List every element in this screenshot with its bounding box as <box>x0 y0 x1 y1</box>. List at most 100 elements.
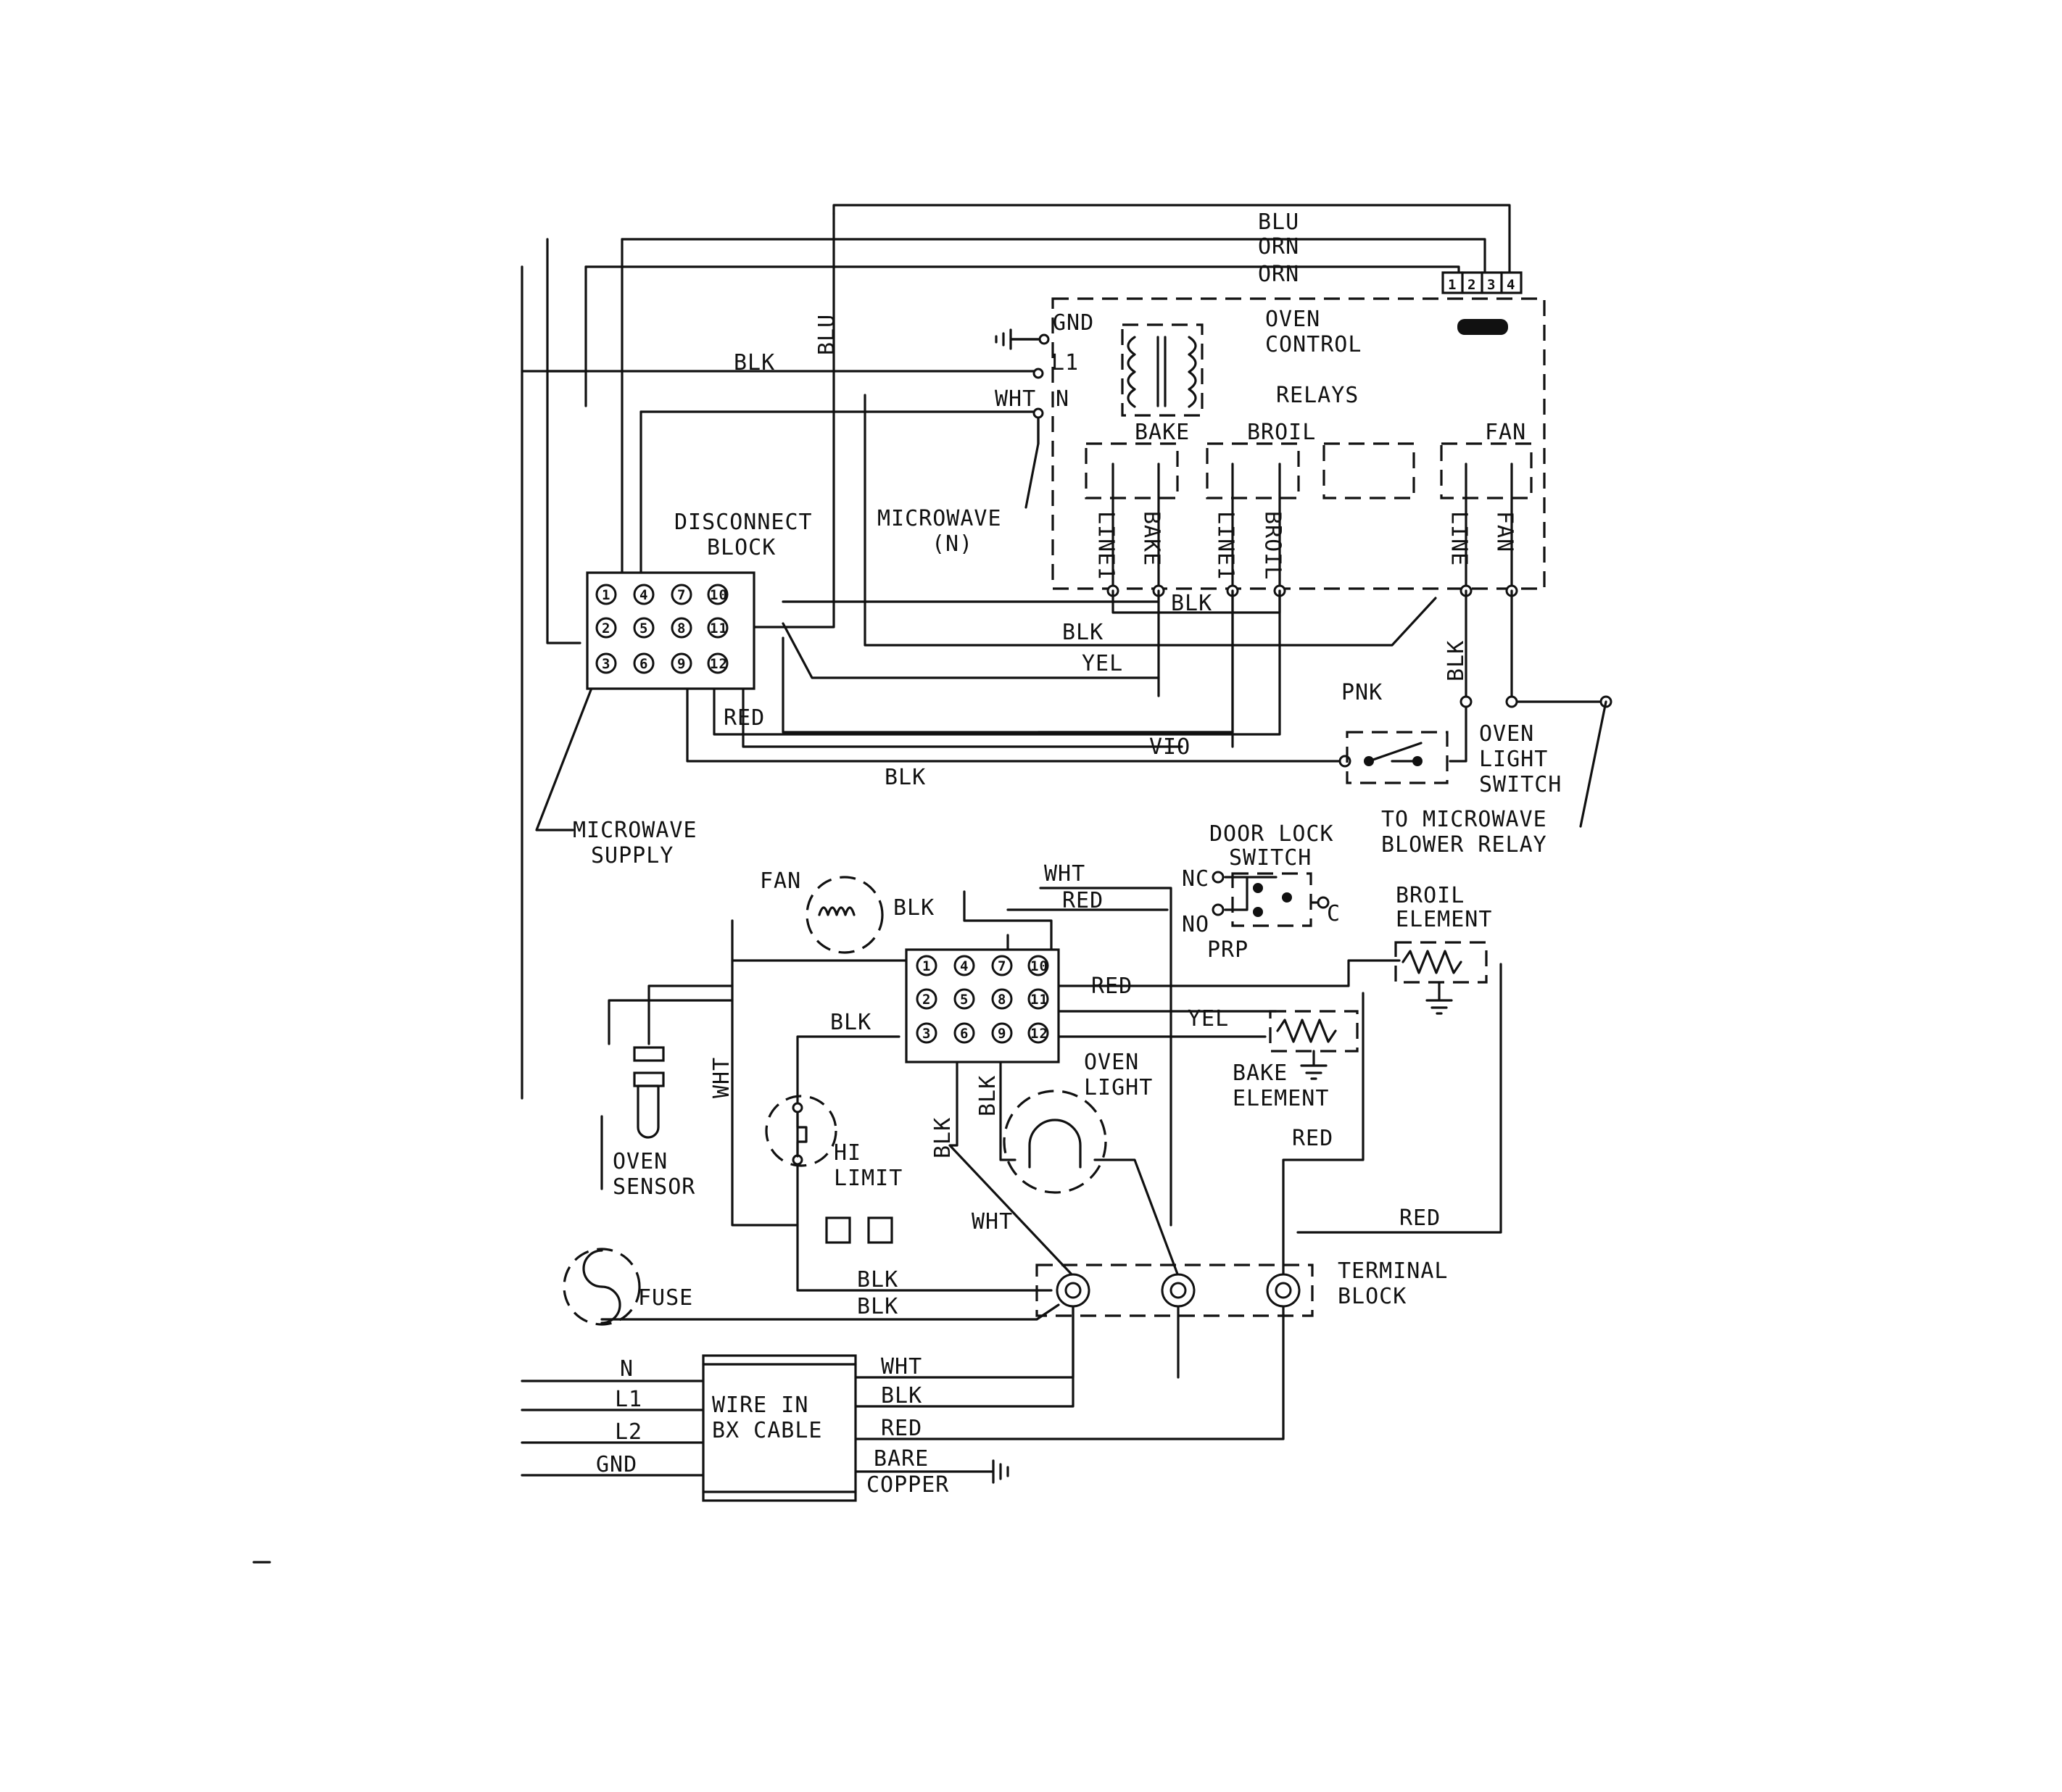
bottom-pin-8: 8 <box>998 992 1006 1008</box>
bottom-pin-10: 10 <box>1030 958 1048 974</box>
label-door-lock-2: SWITCH <box>1229 845 1312 871</box>
label-no: NO <box>1182 912 1209 937</box>
label-n-ctrl: N <box>1056 386 1069 412</box>
label-oven-light-switch-2: LIGHT <box>1479 747 1548 772</box>
bottom-pin-7: 7 <box>998 958 1006 974</box>
label-line-fan: LINE <box>1446 511 1472 566</box>
bottom-pin-6: 6 <box>960 1026 969 1042</box>
label-blk-vert-a: BLK <box>930 1117 956 1158</box>
label-to-mw-blower-2: BLOWER RELAY <box>1381 832 1547 858</box>
bottom-pins: 1 4 7 10 2 5 8 11 3 6 9 12 <box>916 955 1049 1044</box>
label-red-top: RED <box>724 705 765 731</box>
disconnect-block <box>586 571 755 690</box>
label-wire-in-1: WIRE IN <box>712 1393 808 1418</box>
label-wht-n: WHT <box>995 386 1036 412</box>
label-relays: RELAYS <box>1276 383 1359 408</box>
label-broil-element-1: BROIL <box>1396 883 1465 908</box>
label-l2-in: L2 <box>615 1419 642 1445</box>
label-blk-bx: BLK <box>881 1383 922 1409</box>
control-connector: 1 2 3 4 <box>1441 271 1523 335</box>
label-l1-in: L1 <box>615 1387 642 1412</box>
label-oven-sensor-1: OVEN <box>613 1149 668 1174</box>
control-pin-4: 4 <box>1507 277 1515 293</box>
label-blu-top: BLU <box>1258 210 1299 235</box>
label-blk-top: BLK <box>734 350 775 376</box>
label-line1-b: LINE1 <box>1213 511 1238 580</box>
disconnect-pin-3: 3 <box>602 656 610 672</box>
label-gnd-in: GND <box>596 1452 637 1477</box>
label-wire-in-2: BX CABLE <box>712 1418 823 1443</box>
label-oven-control-2: CONTROL <box>1265 332 1362 357</box>
disconnect-pin-8: 8 <box>677 621 686 636</box>
bottom-pin-4: 4 <box>960 958 969 974</box>
label-wht-vert: WHT <box>709 1057 734 1098</box>
label-blk-fan: BLK <box>893 895 935 921</box>
bottom-pin-9: 9 <box>998 1026 1006 1042</box>
bottom-pin-2: 2 <box>922 992 931 1008</box>
label-disconnect-2: BLOCK <box>707 535 776 560</box>
label-blk-low-2: BLK <box>857 1294 898 1319</box>
label-blu-vert: BLU <box>814 314 840 355</box>
label-red-right-2: RED <box>1399 1206 1441 1231</box>
label-oven-light-switch-3: SWITCH <box>1479 772 1562 797</box>
label-broil-relay: BROIL <box>1247 420 1316 445</box>
oven-control-box <box>995 297 1546 597</box>
label-nc: NC <box>1182 866 1209 892</box>
label-red-mid: RED <box>1091 974 1133 999</box>
bottom-pin-5: 5 <box>960 992 969 1008</box>
disconnect-pin-12: 12 <box>710 656 728 672</box>
label-blk-relay: BLK <box>1171 591 1212 616</box>
label-bake-element-2: ELEMENT <box>1233 1086 1329 1111</box>
disconnect-pins: 1 4 7 10 2 5 8 11 3 6 9 12 <box>602 587 728 672</box>
disconnect-pin-2: 2 <box>602 621 610 636</box>
label-terminal-block-1: TERMINAL <box>1338 1258 1449 1284</box>
label-yel-mid: YEL <box>1082 651 1123 676</box>
label-oven-light-switch-1: OVEN <box>1479 721 1534 747</box>
bottom-components <box>252 876 1488 1564</box>
label-terminal-block-2: BLOCK <box>1338 1284 1407 1309</box>
label-to-mw-blower-1: TO MICROWAVE <box>1381 807 1547 832</box>
label-disconnect-1: DISCONNECT <box>674 510 813 535</box>
control-pin-3: 3 <box>1487 277 1496 293</box>
label-blk-low-1: BLK <box>857 1267 898 1293</box>
label-line1-a: LINE1 <box>1093 511 1119 580</box>
bottom-pin-3: 3 <box>922 1026 931 1042</box>
label-oven-sensor-2: SENSOR <box>613 1174 695 1200</box>
label-blk-vert-right: BLK <box>1444 640 1469 681</box>
label-wht-bx: WHT <box>881 1354 922 1380</box>
label-prp: PRP <box>1207 937 1249 963</box>
label-fuse: FUSE <box>638 1285 693 1311</box>
label-bare-1: BARE <box>874 1446 929 1472</box>
label-yel-bottom: YEL <box>1188 1006 1229 1032</box>
label-red-right-1: RED <box>1292 1126 1333 1151</box>
label-door-lock-1: DOOR LOCK <box>1209 821 1334 847</box>
label-pnk: PNK <box>1341 680 1383 705</box>
label-orn-1: ORN <box>1258 234 1299 260</box>
labels: BLU ORN ORN BLU BLK GND L1 WHT N OVEN CO… <box>573 210 1562 1498</box>
label-blk-mid: BLK <box>1062 620 1104 645</box>
label-hi-limit-2: LIMIT <box>834 1166 903 1191</box>
bottom-pin-11: 11 <box>1030 992 1048 1008</box>
label-blk-hi: BLK <box>830 1010 871 1035</box>
label-oven-light-1: OVEN <box>1084 1050 1139 1075</box>
disconnect-pin-9: 9 <box>677 656 686 672</box>
control-pin-1: 1 <box>1448 277 1457 293</box>
label-wht-top: WHT <box>1044 861 1085 887</box>
disconnect-pin-4: 4 <box>639 587 648 603</box>
label-fan-relay: FAN <box>1485 420 1526 445</box>
label-bake-relay: BAKE <box>1135 420 1190 445</box>
label-bake-side: BAKE <box>1139 511 1164 566</box>
label-oven-light-2: LIGHT <box>1084 1075 1153 1100</box>
label-microwave-supply-2: SUPPLY <box>591 843 674 868</box>
bottom-pin-1: 1 <box>922 958 931 974</box>
label-c: C <box>1327 901 1341 926</box>
label-microwave-n-1: MICROWAVE <box>877 506 1002 531</box>
bottom-wiring <box>521 871 1502 1484</box>
bottom-pin-12: 12 <box>1030 1026 1048 1042</box>
disconnect-pin-11: 11 <box>710 621 728 636</box>
disconnect-pin-5: 5 <box>639 621 648 636</box>
label-oven-control-1: OVEN <box>1265 307 1320 332</box>
label-gnd-ctrl: GND <box>1053 310 1094 336</box>
label-fan-side: FAN <box>1492 511 1517 552</box>
